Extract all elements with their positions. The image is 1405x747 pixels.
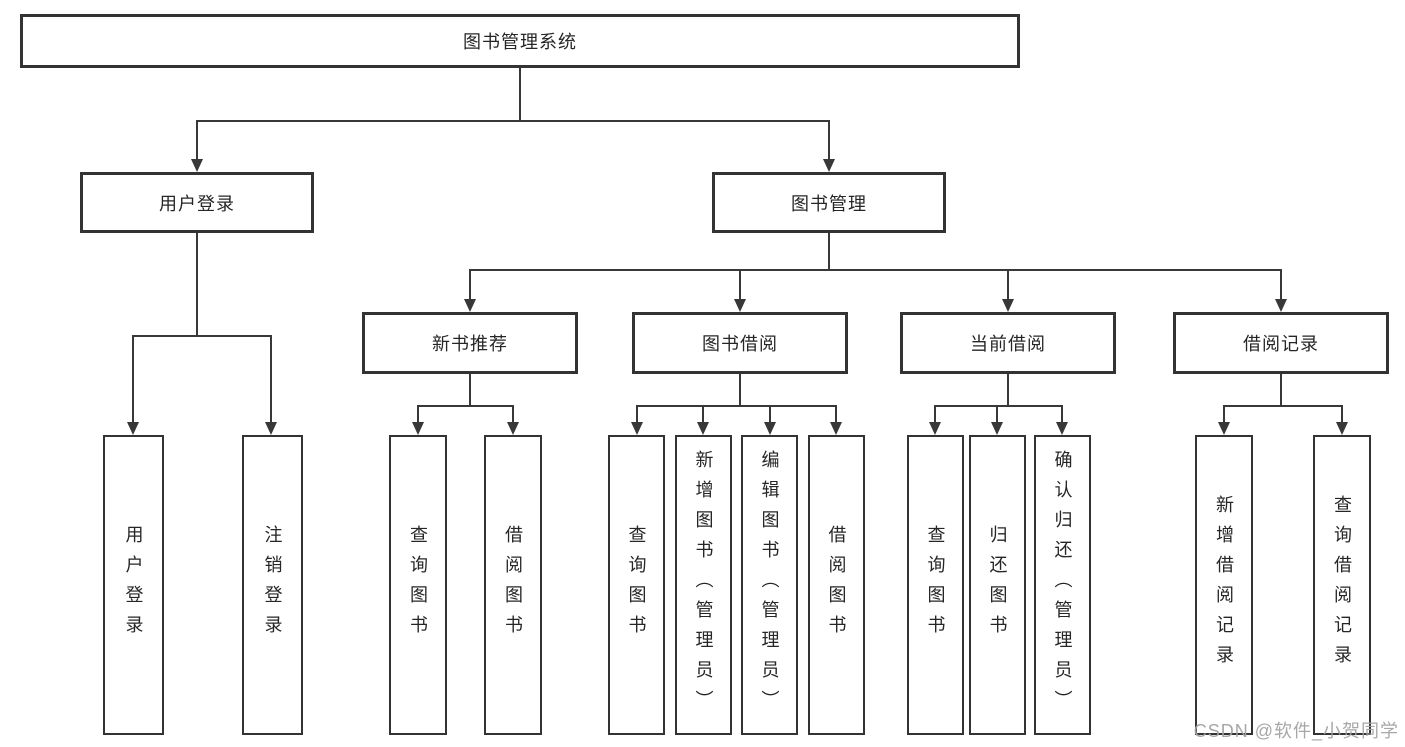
node-current-borrow: 当前借阅	[900, 312, 1116, 374]
leaf-return-book: 归还图书	[969, 435, 1026, 735]
connector-line	[417, 405, 419, 423]
leaf-add-book-admin: 新增图书（管理员）	[675, 435, 732, 735]
connector-line	[132, 335, 134, 422]
arrow-down-icon	[191, 159, 203, 172]
connector-line	[1341, 405, 1343, 423]
connector-line	[1223, 405, 1225, 423]
arrow-down-icon	[734, 299, 746, 312]
arrow-down-icon	[1218, 422, 1230, 435]
connector-line	[196, 233, 198, 337]
connector-line	[270, 335, 272, 422]
node-root-label: 图书管理系统	[463, 32, 577, 52]
leaf-label: 用户登录	[123, 525, 144, 645]
leaf-query-borrow-record: 查询借阅记录	[1313, 435, 1371, 735]
arrow-down-icon	[127, 422, 139, 435]
arrow-down-icon	[464, 299, 476, 312]
node-label: 借阅记录	[1243, 334, 1319, 354]
connector-line	[469, 374, 471, 407]
leaf-label: 新增图书（管理员）	[693, 450, 714, 720]
leaf-label: 借阅图书	[826, 525, 847, 645]
connector-line	[769, 405, 771, 423]
arrow-down-icon	[1336, 422, 1348, 435]
arrow-down-icon	[830, 422, 842, 435]
connector-line	[828, 120, 830, 160]
arrow-down-icon	[412, 422, 424, 435]
connector-line	[196, 120, 198, 160]
connector-line	[1007, 374, 1009, 407]
connector-line	[417, 405, 514, 407]
arrow-down-icon	[507, 422, 519, 435]
arrow-down-icon	[631, 422, 643, 435]
connector-line	[1007, 269, 1009, 300]
arrow-down-icon	[929, 422, 941, 435]
leaf-label: 查询借阅记录	[1332, 495, 1352, 675]
connector-line	[934, 405, 936, 423]
leaf-label: 注销登录	[262, 525, 283, 645]
connector-line	[469, 269, 1282, 271]
arrow-down-icon	[823, 159, 835, 172]
leaf-label: 新增借阅记录	[1214, 495, 1234, 675]
node-book-borrow: 图书借阅	[632, 312, 848, 374]
leaf-logout: 注销登录	[242, 435, 303, 735]
leaf-query-book: 查询图书	[389, 435, 447, 735]
leaf-label: 借阅图书	[503, 525, 523, 645]
leaf-borrow-book: 借阅图书	[484, 435, 542, 735]
leaf-query-book: 查询图书	[608, 435, 665, 735]
leaf-edit-book-admin: 编辑图书（管理员）	[741, 435, 798, 735]
node-user-login: 用户登录	[80, 172, 314, 233]
connector-line	[512, 405, 514, 423]
leaf-query-book: 查询图书	[907, 435, 964, 735]
connector-line	[196, 120, 830, 122]
node-label: 当前借阅	[970, 334, 1046, 354]
leaf-user-login: 用户登录	[103, 435, 164, 735]
connector-line	[828, 233, 830, 271]
connector-line	[1280, 269, 1282, 300]
connector-line	[996, 405, 998, 423]
leaf-label: 查询图书	[925, 525, 946, 645]
node-label: 图书管理	[791, 193, 867, 214]
connector-line	[1280, 374, 1282, 407]
connector-line	[636, 405, 638, 423]
connector-line	[835, 405, 837, 423]
leaf-add-borrow-record: 新增借阅记录	[1195, 435, 1253, 735]
connector-line	[469, 269, 471, 300]
connector-line	[739, 269, 741, 300]
arrow-down-icon	[991, 422, 1003, 435]
arrow-down-icon	[764, 422, 776, 435]
node-book-management: 图书管理	[712, 172, 946, 233]
node-label: 新书推荐	[432, 334, 508, 354]
node-borrow-record: 借阅记录	[1173, 312, 1389, 374]
node-label: 用户登录	[159, 193, 235, 214]
arrow-down-icon	[1275, 299, 1287, 312]
node-label: 图书借阅	[702, 334, 778, 354]
arrow-down-icon	[1056, 422, 1068, 435]
node-new-book-recommend: 新书推荐	[362, 312, 578, 374]
arrow-down-icon	[697, 422, 709, 435]
leaf-label: 编辑图书（管理员）	[759, 450, 780, 720]
connector-line	[1061, 405, 1063, 423]
connector-line	[636, 405, 837, 407]
connector-line	[519, 68, 521, 122]
leaf-label: 确认归还（管理员）	[1052, 450, 1073, 720]
arrow-down-icon	[1002, 299, 1014, 312]
connector-line	[739, 374, 741, 407]
leaf-label: 查询图书	[408, 525, 428, 645]
leaf-label: 查询图书	[626, 525, 647, 645]
connector-line	[702, 405, 704, 423]
connector-line	[1223, 405, 1343, 407]
node-root: 图书管理系统	[20, 14, 1020, 68]
connector-line	[934, 405, 1063, 407]
arrow-down-icon	[265, 422, 277, 435]
leaf-label: 归还图书	[987, 525, 1008, 645]
connector-line	[132, 335, 272, 337]
leaf-confirm-return-admin: 确认归还（管理员）	[1034, 435, 1091, 735]
watermark: CSDN @软件_小贺同学	[1193, 721, 1399, 741]
leaf-borrow-book: 借阅图书	[808, 435, 865, 735]
